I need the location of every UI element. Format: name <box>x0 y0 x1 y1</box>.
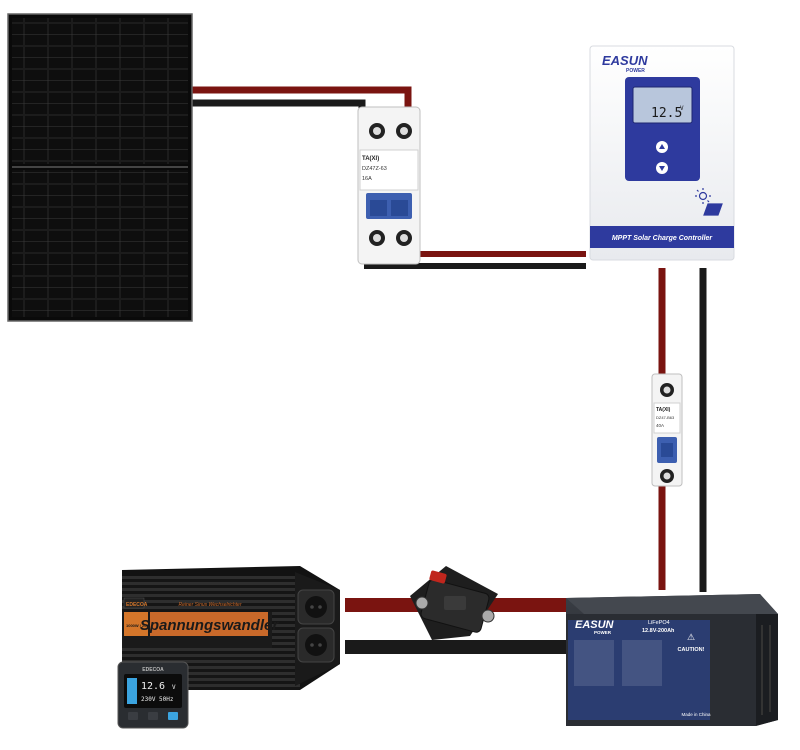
controller-brand-sub: POWER <box>626 68 645 74</box>
pv-circuit-breaker[interactable]: TA(XI) DZ47Z-63 16A <box>357 106 421 265</box>
controller-label-band <box>590 226 734 248</box>
pv-negative-cable <box>192 99 366 112</box>
battery-brand: EASUN <box>575 619 615 631</box>
battery-breaker-model: DZ47-B63 <box>656 415 675 420</box>
battery-brand-sub: POWER <box>594 630 612 635</box>
remote-voltage: 12.6 <box>141 681 165 692</box>
warning-icon: ⚠ <box>687 632 695 642</box>
remote-button[interactable] <box>148 712 158 720</box>
pv-breaker-rating: 16A <box>362 176 372 182</box>
pv-positive-cable <box>192 86 412 108</box>
inverter-name: Spannungswandler <box>140 617 280 634</box>
battery-breaker-rating: 40A <box>656 423 664 428</box>
inverter: EDECOA 1000W / 2000W Spannungswandler Re… <box>122 566 340 690</box>
remote-readout: 230V 50Hz <box>141 696 174 703</box>
controller-display-unit: V <box>680 105 684 112</box>
controller-display-value: 12.5 <box>651 106 682 121</box>
pv-breaker-model: DZ47Z-63 <box>362 166 387 172</box>
battery-circuit-breaker[interactable]: TA(XI) DZ47-B63 40A <box>651 373 683 487</box>
inverter-brand: EDECOA <box>126 602 148 608</box>
charge-controller: EASUN POWER 12.5 V MPPT Solar Charge Con… <box>589 45 735 261</box>
remote-display: EDECOA 12.6 V 230V 50Hz <box>117 661 189 729</box>
inverter-subtitle: Reiner Sinus Wechselrichter <box>179 602 242 608</box>
controller-lcd <box>632 86 693 124</box>
battery: EASUN POWER LiFePO4 12.8V-200Ah ⚠ CAUTIO… <box>566 594 778 726</box>
sun-panel-icon <box>695 188 723 216</box>
down-arrow-icon <box>659 166 665 171</box>
up-arrow-icon <box>659 144 665 149</box>
inverter-brand-plate <box>123 597 145 609</box>
fuse-breaker[interactable] <box>410 566 498 640</box>
battery-origin: Made in China <box>681 712 711 717</box>
battery-label-panel <box>568 620 710 720</box>
remote-brand: EDECOA <box>142 667 164 673</box>
pv-breaker-brand: TA(XI) <box>362 156 379 162</box>
controller-label: MPPT Solar Charge Controller <box>612 235 714 242</box>
solar-panel <box>7 13 193 322</box>
battery-spec: 12.8V-200Ah <box>642 628 675 634</box>
battery-caution: CAUTION! <box>678 647 705 653</box>
breaker-to-controller-positive-cable <box>403 250 586 257</box>
inverter-power: 1000W / 2000W <box>126 623 155 628</box>
controller-brand: EASUN <box>602 53 648 68</box>
remote-voltage-unit: V <box>172 684 176 691</box>
remote-button[interactable] <box>168 712 178 720</box>
fuse-reset-lever[interactable] <box>429 570 447 584</box>
remote-button[interactable] <box>128 712 138 720</box>
battery-chemistry: LiFePO4 <box>648 620 670 626</box>
battery-breaker-brand: TA(XI) <box>656 407 671 413</box>
